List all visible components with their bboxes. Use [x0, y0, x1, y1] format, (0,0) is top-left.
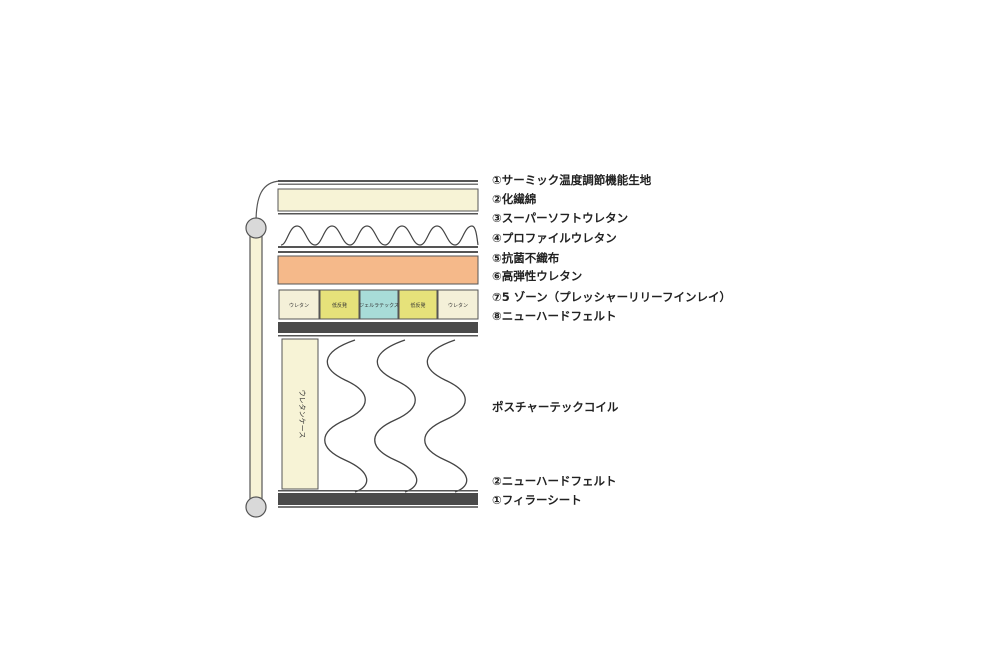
zone-4-label: 低反発 [410, 302, 425, 309]
label-fabric: ①サーミック温度調節機能生地 [492, 173, 652, 187]
label-felt-bottom: ②ニューハードフェルト [492, 474, 617, 488]
zone-2 [319, 289, 360, 320]
label-super-soft: ③スーパーソフトウレタン [492, 211, 628, 225]
label-5-zone: ⑦5 ゾーン（プレッシャーリリーフインレイ） [492, 290, 731, 304]
urethane-case-label: ウレタンケース [298, 390, 307, 439]
urethane-case [281, 338, 319, 490]
profile-wave [280, 225, 479, 246]
edge-curve-top [255, 180, 281, 224]
edge-knob-top [245, 217, 267, 239]
layer-filler-sheet [278, 506, 478, 508]
layer-high-resilience [277, 255, 479, 285]
layer-felt-bottom [278, 493, 478, 505]
coil-1 [324, 339, 368, 493]
layer-fabric [278, 180, 478, 185]
label-filler-sheet: ①フィラーシート [492, 493, 582, 507]
coil-3 [424, 339, 468, 493]
zone-5 [437, 289, 479, 320]
zone-2-label: 低反発 [332, 302, 347, 309]
label-fiber: ②化繊綿 [492, 192, 537, 206]
layer-felt-top [278, 322, 478, 333]
layer-fiber [277, 188, 479, 212]
layer-5-zone: ウレタン 低反発 ジェルラテックス 低反発 ウレタン [278, 289, 479, 320]
zone-1 [278, 289, 320, 320]
coil-2 [374, 339, 418, 493]
zone-5-label: ウレタン [448, 302, 468, 309]
edge-rail [249, 227, 263, 507]
zone-4 [398, 289, 438, 320]
edge-support [245, 180, 281, 518]
layer-profile-urethane [278, 225, 479, 248]
zone-3 [359, 289, 399, 320]
label-high-resilience: ⑥高弾性ウレタン [492, 269, 582, 283]
layer-labels: ①サーミック温度調節機能生地 ②化繊綿 ③スーパーソフトウレタン ④プロファイル… [492, 173, 731, 507]
label-felt-top: ⑧ニューハードフェルト [492, 309, 617, 323]
zone-1-label: ウレタン [289, 302, 309, 309]
label-pocket-coil: ポスチャーテックコイル [492, 400, 619, 414]
label-antibacterial: ⑤抗菌不織布 [492, 251, 560, 265]
edge-knob-bottom [245, 496, 267, 518]
layer-antibacterial [278, 251, 478, 253]
layer-pocket-coil: ウレタンケース [281, 338, 468, 493]
label-profile: ④プロファイルウレタン [492, 231, 617, 245]
zone-3-label: ジェルラテックス [359, 303, 399, 309]
